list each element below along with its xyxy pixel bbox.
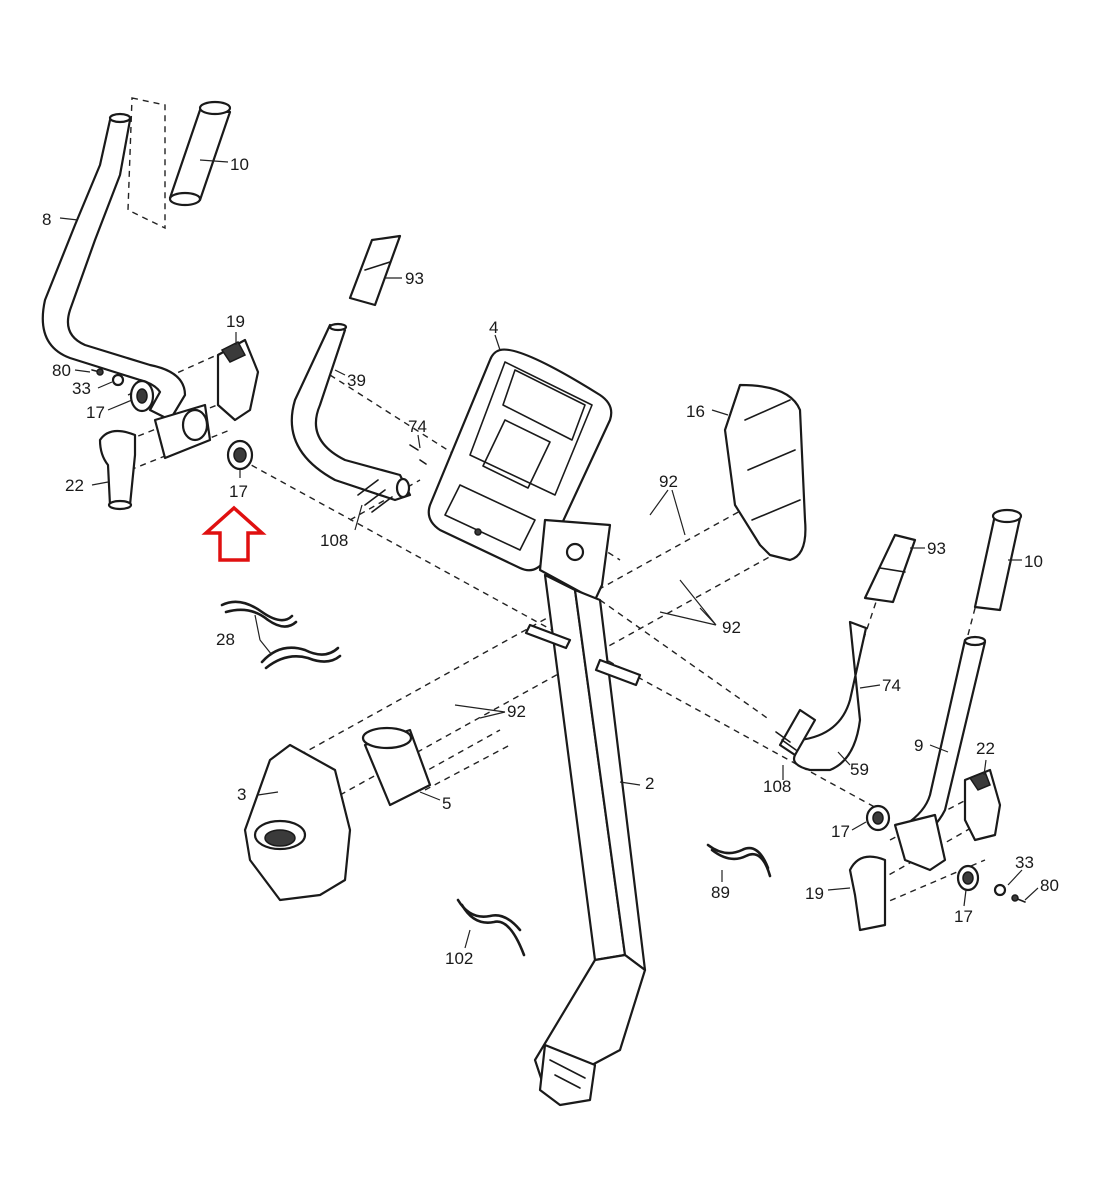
part-labels: 8 10 93 19 80 33 17 22 17 39 4 74 108 16… — [42, 155, 1059, 968]
highlight-arrow-icon — [201, 505, 267, 562]
label-part-2: 2 — [645, 774, 654, 793]
label-part-92-middle: 92 — [722, 618, 741, 637]
part-93-right-pulse-grip — [863, 533, 917, 604]
label-part-80-left: 80 — [52, 361, 71, 380]
label-part-3: 3 — [237, 785, 246, 804]
left-pivot-assembly — [91, 338, 260, 511]
part-16-console-shroud — [723, 383, 807, 562]
part-9-right-handlebar — [893, 635, 987, 872]
part-2-upright-frame — [524, 518, 647, 1107]
label-part-80-right: 80 — [1040, 876, 1059, 895]
label-part-89: 89 — [711, 883, 730, 902]
label-part-17-left-top: 17 — [86, 403, 105, 422]
label-part-9: 9 — [914, 736, 923, 755]
label-part-19-left: 19 — [226, 312, 245, 331]
label-part-17-highlighted: 17 — [229, 482, 248, 501]
label-part-5: 5 — [442, 794, 451, 813]
wire-harnesses — [220, 600, 772, 957]
part-93-left-pulse-grip — [348, 234, 402, 307]
label-part-93-left: 93 — [405, 269, 424, 288]
label-part-93-right: 93 — [927, 539, 946, 558]
part-3-front-shroud — [243, 743, 352, 902]
part-39-left-upper-handle — [290, 322, 412, 502]
screws-74-108-left — [357, 444, 427, 513]
part-5-sleeve — [361, 726, 432, 807]
label-part-28: 28 — [216, 630, 235, 649]
label-part-16: 16 — [686, 402, 705, 421]
label-part-8: 8 — [42, 210, 51, 229]
label-part-10-right: 10 — [1024, 552, 1043, 571]
label-part-102: 102 — [445, 949, 473, 968]
label-part-74-right: 74 — [882, 676, 901, 695]
part-10-left-grip — [168, 100, 232, 207]
label-part-10-left: 10 — [230, 155, 249, 174]
label-part-22-right: 22 — [976, 739, 995, 758]
label-part-33-left: 33 — [72, 379, 91, 398]
label-part-33-right: 33 — [1015, 853, 1034, 872]
label-part-92-top: 92 — [659, 472, 678, 491]
label-part-74-left: 74 — [408, 417, 427, 436]
part-4-console — [427, 348, 613, 572]
label-part-39: 39 — [347, 371, 366, 390]
label-part-17-right-top: 17 — [831, 822, 850, 841]
part-8-left-handlebar — [41, 112, 187, 422]
label-part-19-right: 19 — [805, 884, 824, 903]
part-10-right-grip — [973, 508, 1023, 612]
part-59-right-upper-handle — [775, 620, 868, 772]
label-part-108-left: 108 — [320, 531, 348, 550]
label-part-4: 4 — [489, 318, 498, 337]
leader-lines — [59, 159, 1039, 949]
right-pivot-assembly — [848, 768, 1026, 932]
label-part-108-right: 108 — [763, 777, 791, 796]
label-part-22-left: 22 — [65, 476, 84, 495]
label-part-59: 59 — [850, 760, 869, 779]
label-part-92-low: 92 — [507, 702, 526, 721]
label-part-17-right-bottom: 17 — [954, 907, 973, 926]
